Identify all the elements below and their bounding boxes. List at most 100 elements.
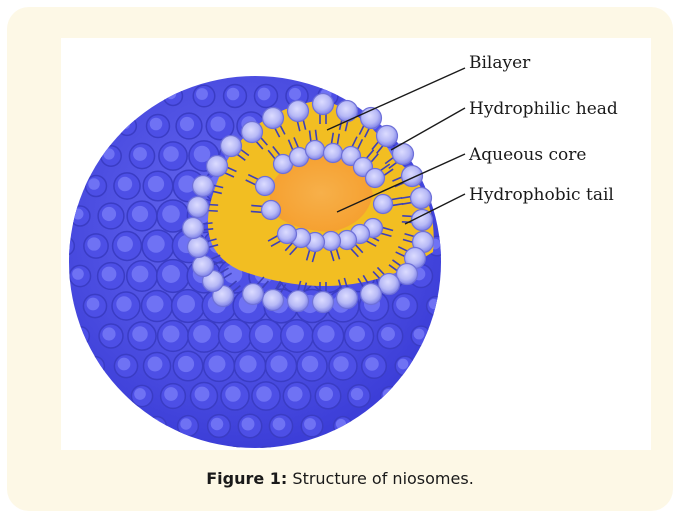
outer-bead-highlight bbox=[255, 325, 273, 343]
outer-bead-highlight bbox=[162, 205, 180, 223]
outer-bead-highlight bbox=[225, 386, 240, 401]
outer-bead-highlight bbox=[396, 297, 410, 311]
outer-bead-highlight bbox=[210, 116, 225, 131]
outer-bead-highlight bbox=[430, 179, 440, 189]
outer-bead-highlight bbox=[302, 356, 319, 373]
outer-bead-highlight bbox=[150, 118, 163, 131]
outer-bead-highlight bbox=[178, 356, 194, 372]
hydrophilic-head-bead bbox=[377, 126, 398, 147]
hydrophilic-head-bead bbox=[193, 176, 214, 197]
outer-bead-highlight bbox=[103, 148, 114, 159]
hydrophilic-head-bead bbox=[411, 188, 432, 209]
outer-bead bbox=[288, 447, 307, 450]
outer-bead-highlight bbox=[319, 387, 333, 401]
hydrophilic-head-bead bbox=[278, 225, 297, 244]
outer-bead-highlight bbox=[286, 325, 304, 343]
outer-bead-highlight bbox=[177, 295, 195, 313]
outer-bead-highlight bbox=[365, 357, 379, 371]
outer-bead bbox=[86, 357, 105, 376]
outer-bead bbox=[211, 57, 230, 76]
outer-bead bbox=[412, 147, 431, 166]
outer-bead-highlight bbox=[132, 206, 148, 222]
outer-bead-highlight bbox=[102, 267, 117, 282]
hydrophilic-head-bead bbox=[402, 166, 423, 187]
outer-bead-highlight bbox=[117, 236, 133, 252]
outer-bead-highlight bbox=[118, 358, 131, 371]
outer-bead-highlight bbox=[270, 355, 287, 372]
outer-bead-highlight bbox=[383, 389, 393, 399]
hydrophilic-head-bead bbox=[183, 218, 204, 239]
outer-bead-highlight bbox=[273, 418, 286, 431]
outer-bead-highlight bbox=[73, 209, 84, 220]
outer-bead-highlight bbox=[120, 119, 130, 129]
outer-bead-highlight bbox=[213, 59, 223, 69]
outer-bead-highlight bbox=[148, 357, 163, 372]
hydrophilic-head-bead bbox=[374, 195, 393, 214]
outer-bead-highlight bbox=[132, 266, 149, 283]
outer-bead bbox=[273, 57, 292, 76]
hydrophilic-head-bead bbox=[361, 284, 382, 305]
outer-bead-highlight bbox=[287, 386, 302, 401]
outer-bead bbox=[61, 297, 73, 316]
outer-bead-highlight bbox=[333, 356, 348, 371]
outer-bead-highlight bbox=[195, 387, 210, 402]
outer-bead-highlight bbox=[239, 355, 256, 372]
outer-bead-highlight bbox=[61, 239, 68, 249]
outer-bead-highlight bbox=[166, 89, 176, 99]
outer-bead-highlight bbox=[180, 418, 191, 429]
outer-bead-highlight bbox=[163, 326, 180, 343]
outer-bead-highlight bbox=[352, 89, 362, 99]
outer-bead-highlight bbox=[134, 388, 146, 400]
outer-bead-highlight bbox=[414, 149, 424, 159]
hydrophilic-head-bead bbox=[412, 210, 433, 231]
outer-bead-highlight bbox=[87, 298, 100, 311]
outer-bead-highlight bbox=[227, 88, 240, 101]
niosome-diagram: Bilayer Hydrophilic head Aqueous core Hy… bbox=[61, 38, 651, 450]
outer-bead-highlight bbox=[102, 327, 115, 340]
outer-bead-highlight bbox=[349, 326, 365, 342]
outer-bead-highlight bbox=[163, 146, 179, 162]
hydrophilic-head-bead bbox=[256, 177, 275, 196]
outer-bead-highlight bbox=[116, 296, 131, 311]
outer-bead-highlight bbox=[381, 327, 395, 341]
outer-bead-highlight bbox=[256, 386, 272, 402]
outer-bead-highlight bbox=[72, 268, 84, 280]
outer-bead bbox=[118, 117, 137, 136]
label-hydrophilic-head: Hydrophilic head bbox=[469, 99, 618, 119]
outer-bead-highlight bbox=[317, 325, 334, 342]
outer-bead-highlight bbox=[228, 449, 238, 450]
outer-bead-highlight bbox=[259, 449, 269, 450]
hydrophilic-head-bead bbox=[188, 237, 209, 258]
outer-bead-highlight bbox=[275, 59, 285, 69]
outer-bead-highlight bbox=[148, 176, 164, 192]
outer-bead-highlight bbox=[244, 59, 254, 69]
hydrophilic-head-bead bbox=[324, 144, 343, 163]
outer-bead-highlight bbox=[209, 356, 226, 373]
hydrophilic-head-bead bbox=[207, 156, 228, 177]
outer-bead-highlight bbox=[102, 207, 116, 221]
label-hydrophobic-tail: Hydrophobic tail bbox=[469, 185, 614, 205]
hydrophilic-head-bead bbox=[221, 136, 242, 157]
outer-bead-highlight bbox=[336, 419, 346, 429]
hydrophilic-head-bead bbox=[263, 290, 284, 311]
figure-caption: Figure 1: Structure of niosomes. bbox=[7, 469, 673, 488]
outer-bead-highlight bbox=[133, 147, 147, 161]
outer-bead-highlight bbox=[445, 269, 455, 279]
outer-bead-highlight bbox=[242, 418, 255, 431]
hydrophilic-head-bead bbox=[262, 201, 281, 220]
outer-bead-highlight bbox=[104, 389, 114, 399]
hydrophilic-head-bead bbox=[288, 101, 309, 122]
leader-bilayer bbox=[327, 68, 465, 130]
outer-bead bbox=[102, 387, 121, 406]
hydrophilic-head-bead bbox=[193, 256, 214, 277]
label-bilayer: Bilayer bbox=[469, 53, 531, 73]
outer-bead bbox=[242, 57, 261, 76]
outer-bead-highlight bbox=[162, 265, 180, 283]
outer-bead-highlight bbox=[118, 177, 132, 191]
hydrophilic-head-bead bbox=[313, 292, 334, 313]
hydrophilic-head-bead bbox=[243, 284, 264, 305]
outer-bead-highlight bbox=[88, 178, 100, 190]
outer-bead bbox=[61, 237, 74, 256]
outer-bead-highlight bbox=[258, 88, 271, 101]
caption-prefix: Figure 1: bbox=[206, 469, 287, 488]
